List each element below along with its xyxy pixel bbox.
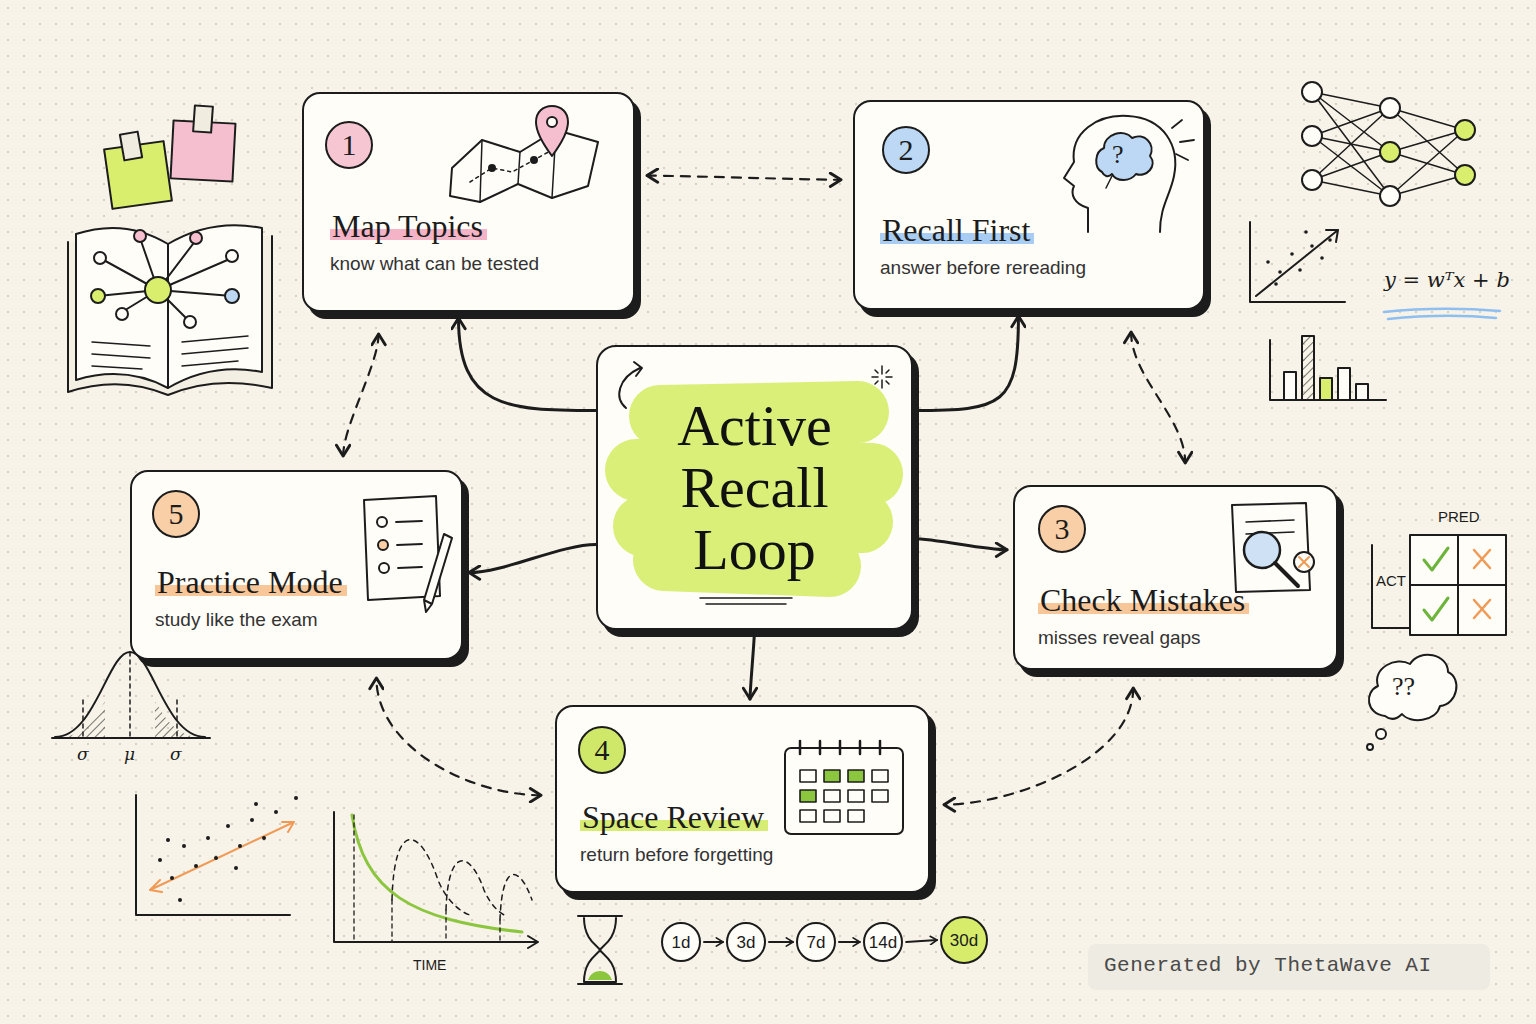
step-box: Recall First answer before rereading 2 — [853, 100, 1205, 310]
thought-bubble — [1367, 655, 1456, 750]
step-number: 2 — [882, 126, 930, 174]
number-text: 2 — [899, 135, 914, 165]
stat-symbol: σ — [170, 744, 182, 764]
label-holder: μ — [124, 744, 135, 764]
interval-text: 7d — [807, 934, 826, 951]
dashed-connector — [376, 678, 541, 795]
arrow-connector — [769, 941, 793, 943]
number-text: 3 — [1055, 514, 1070, 544]
arrow-connector — [704, 941, 723, 943]
text-group: Practice Mode study like the exam — [155, 564, 347, 631]
step-number: 1 — [325, 121, 373, 169]
scatter-trend — [136, 795, 298, 915]
calendar-icon — [785, 741, 903, 834]
confusion-matrix — [1372, 535, 1506, 635]
label-holder: ? — [1112, 140, 1124, 170]
head-icon — [1064, 116, 1194, 232]
stat-symbol: μ — [124, 744, 135, 764]
interval-text: 1d — [672, 934, 691, 951]
scatter-plot — [1250, 222, 1345, 302]
label-holder: y = wᵀx + b — [1384, 268, 1510, 292]
interval-text: 30d — [950, 932, 978, 949]
arrow-connector — [459, 318, 596, 411]
label-holder: Generated by ThetaWave AI — [1104, 954, 1432, 977]
arrow-connector — [906, 940, 937, 942]
neural-network — [1302, 82, 1475, 206]
map-icon — [450, 106, 598, 202]
text-group: Map Topics know what can be tested — [330, 208, 539, 275]
watermark-panel — [1088, 944, 1490, 990]
label-holder: ACT — [1376, 572, 1406, 590]
arrow-connector — [913, 316, 1018, 411]
interval-circle: 7d — [796, 922, 836, 962]
hourglass — [578, 916, 622, 984]
interval-circle: 1d — [661, 922, 701, 962]
step-title: Recall First — [880, 212, 1034, 249]
forgetting-curve — [334, 812, 538, 948]
interval-circle: 14d — [863, 922, 903, 962]
text-group: Check Mistakes misses reveal gaps — [1038, 582, 1249, 649]
arrow-connector — [469, 545, 596, 573]
label-holder: ?? — [1392, 672, 1415, 702]
step-title: Check Mistakes — [1038, 582, 1249, 619]
bar-chart — [1270, 336, 1386, 400]
step-description: misses reveal gaps — [1038, 627, 1249, 649]
dashed-connector — [1131, 332, 1185, 463]
equation-underline — [1384, 309, 1500, 319]
icon-mark: ? — [1112, 140, 1124, 169]
open-book — [68, 225, 272, 395]
step-title: Map Topics — [330, 208, 487, 245]
arrow-connector — [750, 630, 755, 699]
step-box: Check Mistakes misses reveal gaps 3 — [1013, 485, 1338, 670]
text-group: Recall First answer before rereading — [880, 212, 1086, 279]
label-holder: TIME — [413, 956, 446, 974]
axis-label: ACT — [1376, 572, 1406, 589]
interval-circle: 30d — [940, 916, 988, 964]
step-description: know what can be tested — [330, 253, 539, 275]
number-text: 1 — [342, 130, 357, 160]
dashed-connector — [647, 176, 841, 180]
hub-box: Active Recall Loop — [596, 345, 913, 630]
dashed-connector — [343, 334, 378, 456]
label-holder: PRED — [1438, 508, 1480, 526]
interval-text: 3d — [737, 934, 756, 951]
dashed-connector — [944, 688, 1133, 805]
step-box: Practice Mode study like the exam 5 — [130, 470, 463, 660]
step-description: study like the exam — [155, 609, 347, 631]
step-title: Space Review — [580, 799, 768, 836]
hub-title: Active Recall Loop — [647, 395, 862, 581]
axis-label: TIME — [413, 957, 446, 973]
step-title: Practice Mode — [155, 564, 347, 601]
label-holder: σ — [77, 744, 89, 764]
step-number: 3 — [1038, 505, 1086, 553]
axis-label: PRED — [1438, 508, 1480, 525]
arrow-connector — [913, 539, 1007, 550]
number-text: 5 — [169, 499, 184, 529]
watermark: Generated by ThetaWave AI — [1104, 954, 1432, 977]
interval-text: 14d — [869, 934, 897, 951]
step-description: return before forgetting — [580, 844, 773, 866]
document-magnifier-icon — [1232, 503, 1314, 592]
text-group: Space Review return before forgetting — [580, 799, 773, 866]
checklist-icon — [364, 496, 452, 612]
highlight-blob — [636, 412, 872, 566]
equation: y = wᵀx + b — [1384, 268, 1510, 292]
stat-symbol: σ — [77, 744, 89, 764]
step-box: Map Topics know what can be tested 1 — [302, 92, 635, 312]
step-number: 4 — [578, 726, 626, 774]
number-text: 4 — [595, 735, 610, 765]
arrow-connector — [839, 941, 860, 943]
bell-curve — [52, 652, 210, 738]
thought-text: ?? — [1392, 672, 1415, 701]
sticky-notes — [104, 105, 235, 208]
interval-circle: 3d — [726, 922, 766, 962]
step-number: 5 — [152, 490, 200, 538]
step-description: answer before rereading — [880, 257, 1086, 279]
centre-marks — [619, 362, 892, 604]
step-box: Space Review return before forgetting 4 — [555, 705, 930, 893]
label-holder: σ — [170, 744, 182, 764]
